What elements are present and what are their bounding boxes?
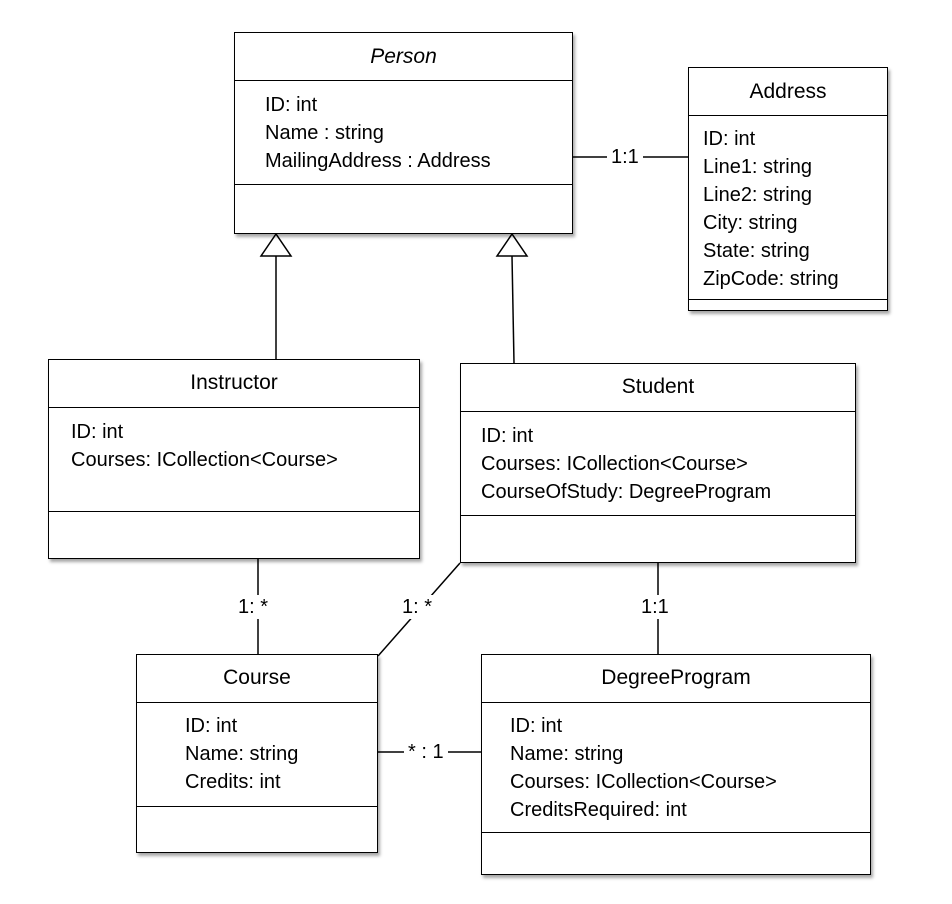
attribute: CourseOfStudy: DegreeProgram: [481, 481, 772, 503]
attribute: Name : string: [265, 122, 384, 144]
student-generalization-line: [511, 255, 515, 364]
class-student-name: Student: [461, 364, 855, 412]
student-generalization-arrowhead: [495, 232, 529, 257]
class-course-attributes: ID: int Name: string Credits: int: [137, 703, 377, 807]
attribute: CreditsRequired: int: [510, 799, 687, 821]
attribute: Name: string: [510, 743, 624, 765]
multiplicity-instructor-course: 1: *: [234, 595, 273, 619]
attribute: ID: int: [481, 425, 534, 447]
attribute: Name: string: [185, 743, 299, 765]
class-address-name: Address: [689, 68, 887, 116]
attribute: State: string: [703, 240, 810, 262]
class-person-name: Person: [235, 33, 572, 81]
attribute: Line1: string: [703, 156, 812, 178]
class-student: Student ID: int Courses: ICollection<Cou…: [460, 363, 856, 563]
class-address-attributes: ID: int Line1: string Line2: string City…: [689, 116, 887, 300]
multiplicity-student-course: 1: *: [398, 595, 437, 619]
multiplicity-course-degreeprogram: * : 1: [404, 740, 448, 764]
attribute: Courses: ICollection<Course>: [510, 771, 777, 793]
multiplicity-student-degreeprogram: 1:1: [637, 595, 673, 619]
attribute: Courses: ICollection<Course>: [71, 449, 338, 471]
attribute: ID: int: [510, 715, 563, 737]
class-instructor: Instructor ID: int Courses: ICollection<…: [48, 359, 420, 559]
attribute: ID: int: [703, 128, 756, 150]
attribute: City: string: [703, 212, 798, 234]
attribute: ID: int: [265, 94, 318, 116]
class-degreeprogram: DegreeProgram ID: int Name: string Cours…: [481, 654, 871, 875]
class-person: Person ID: int Name : string MailingAddr…: [234, 32, 573, 234]
class-address: Address ID: int Line1: string Line2: str…: [688, 67, 888, 311]
class-student-attributes: ID: int Courses: ICollection<Course> Cou…: [461, 412, 855, 516]
class-instructor-name: Instructor: [49, 360, 419, 408]
class-degreeprogram-name: DegreeProgram: [482, 655, 870, 703]
attribute: ZipCode: string: [703, 268, 839, 290]
attribute: ID: int: [71, 421, 124, 443]
class-degreeprogram-attributes: ID: int Name: string Courses: ICollectio…: [482, 703, 870, 833]
attribute: Line2: string: [703, 184, 812, 206]
attribute: Courses: ICollection<Course>: [481, 453, 748, 475]
attribute: Credits: int: [185, 771, 281, 793]
attribute: MailingAddress : Address: [265, 150, 491, 172]
class-course: Course ID: int Name: string Credits: int: [136, 654, 378, 853]
class-person-attributes: ID: int Name : string MailingAddress : A…: [235, 81, 572, 185]
class-instructor-attributes: ID: int Courses: ICollection<Course>: [49, 408, 419, 512]
multiplicity-person-address: 1:1: [607, 145, 643, 169]
attribute: ID: int: [185, 715, 238, 737]
class-course-name: Course: [137, 655, 377, 703]
instructor-generalization-arrowhead: [259, 232, 293, 257]
